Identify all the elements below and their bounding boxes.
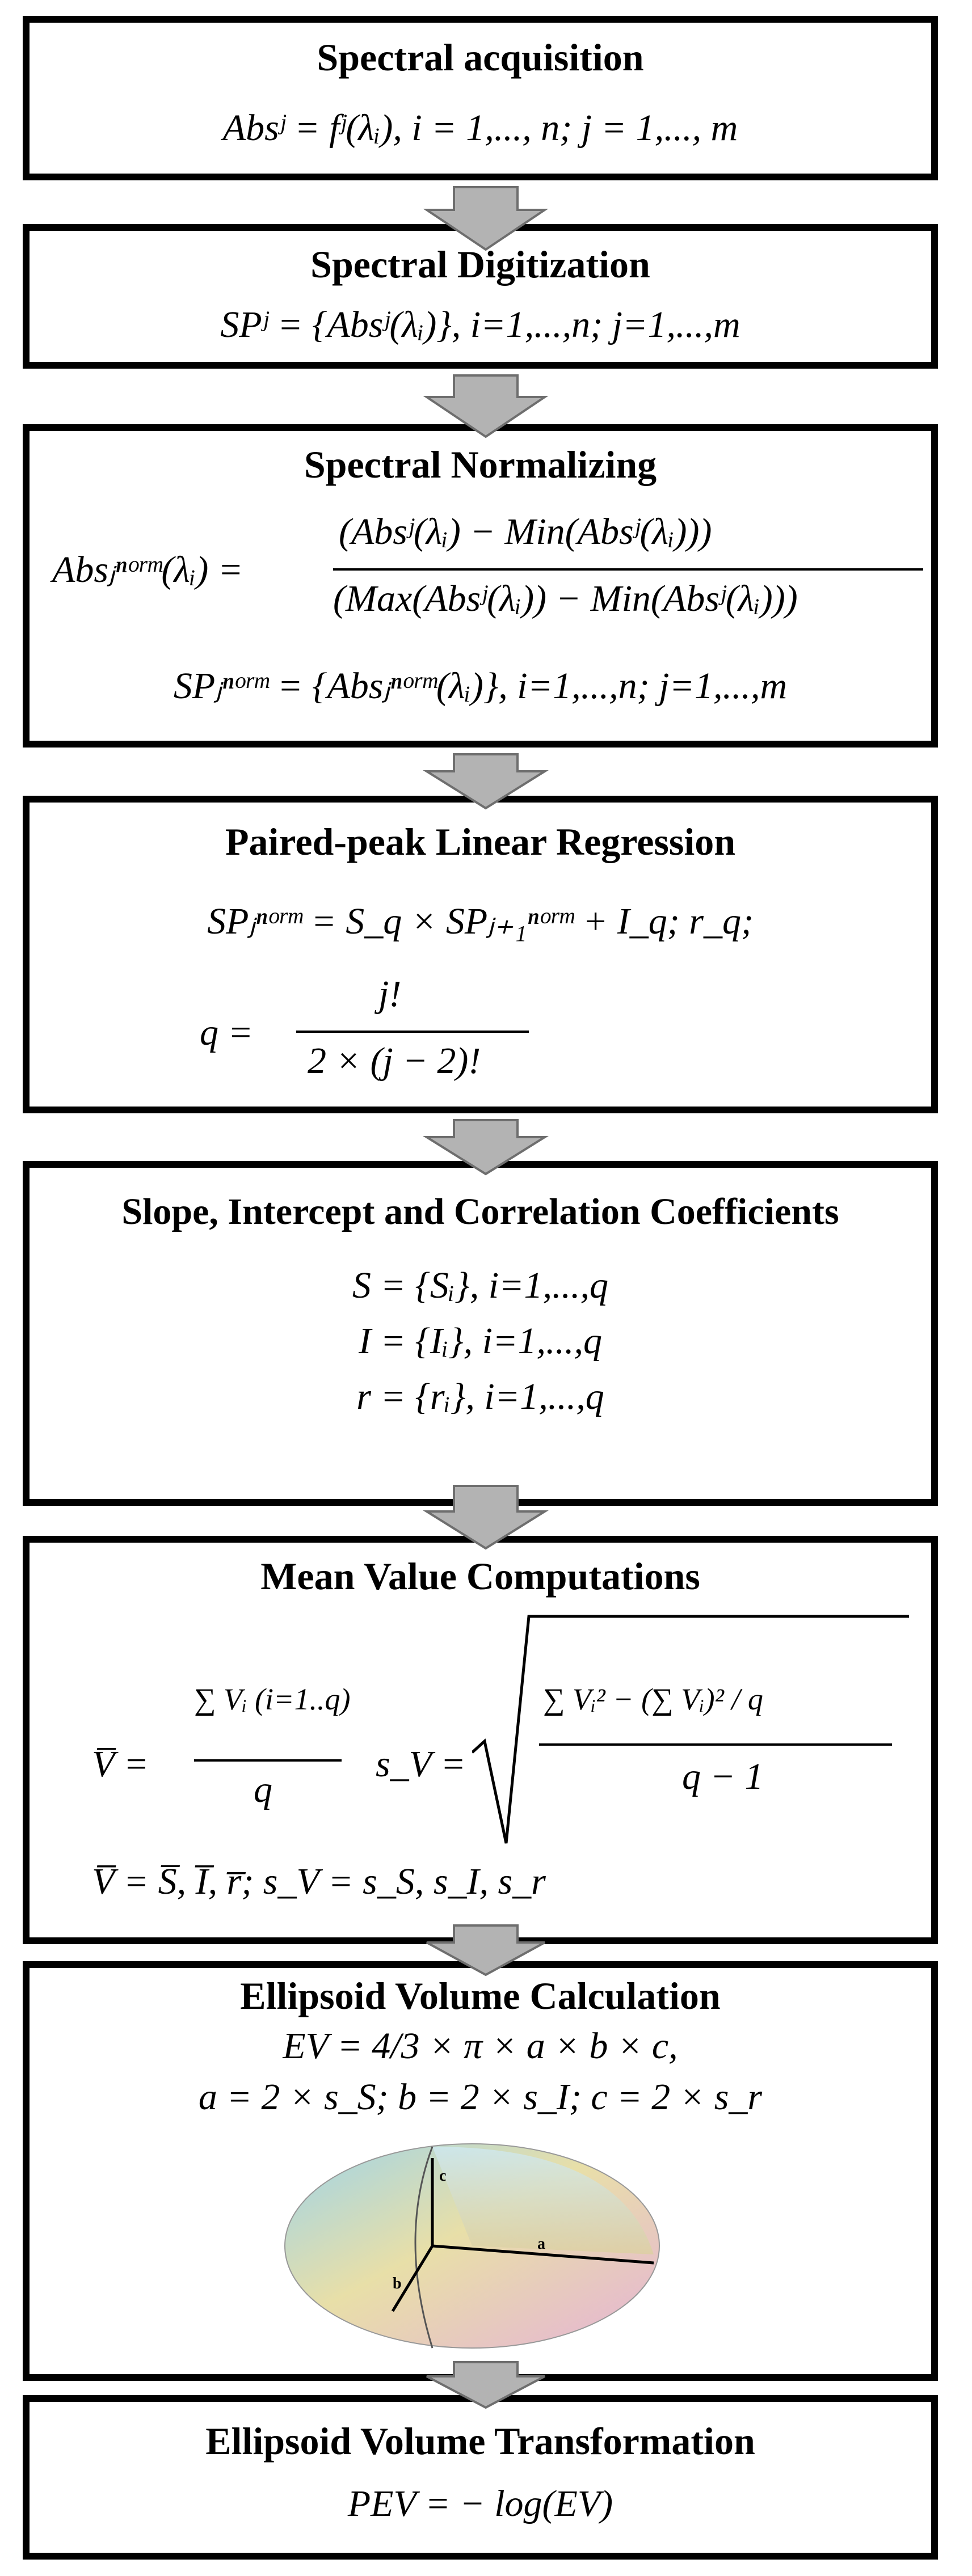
step-title: Spectral Digitization (310, 243, 650, 286)
step-box-ellipsoid-volume-transformation: Ellipsoid Volume Transformation PEV = − … (23, 2395, 938, 2560)
step-title: Slope, Intercept and Correlation Coeffic… (121, 1191, 839, 1232)
axis-label-b: b (393, 2275, 402, 2292)
equation-mid: s_V = (376, 1743, 466, 1785)
step-box-spectral-acquisition: Spectral acquisition Absʲ = fʲ(λᵢ), i = … (23, 16, 938, 180)
step-title: Spectral acquisition (317, 36, 644, 79)
step-box-ellipsoid-volume-calculation: Ellipsoid Volume Calculation EV = 4/3 × … (23, 1961, 938, 2381)
equation: EV = 4/3 × π × a × b × c, (283, 2025, 678, 2067)
arrow-1-2 (423, 186, 549, 251)
arrow-2-3 (423, 374, 549, 438)
step-box-spectral-normalizing: Spectral Normalizing Absⱼⁿᵒʳᵐ(λᵢ) = (Abs… (23, 424, 938, 748)
equation-numerator: (Absʲ(λᵢ) − Min(Absʲ(λᵢ))) (339, 511, 712, 552)
step-box-mean-value-computations: Mean Value Computations V̅ = ∑ Vᵢ (i=1..… (23, 1536, 938, 1944)
step-title: Mean Value Computations (260, 1555, 700, 1598)
equation: SPⱼⁿᵒʳᵐ = {Absⱼⁿᵒʳᵐ(λᵢ)}, i=1,...,n; j=1… (173, 665, 788, 707)
equation: r = {rᵢ}, i=1,...,q (356, 1376, 604, 1417)
fraction-bar (333, 568, 923, 571)
axis-label-c: c (439, 2167, 446, 2185)
equation: I = {Iᵢ}, i=1,...,q (358, 1320, 603, 1362)
fraction-bar (194, 1759, 342, 1762)
axis-a-line (432, 2244, 654, 2265)
equation: Absʲ = fʲ(λᵢ), i = 1,..., n; j = 1,..., … (222, 107, 738, 149)
equation-denominator: 2 × (j − 2)! (308, 1040, 481, 1082)
arrow-5-6 (423, 1485, 549, 1550)
arrow-7-8 (426, 2361, 545, 2409)
equation: a = 2 × s_S; b = 2 × s_I; c = 2 × s_r (198, 2076, 763, 2118)
arrow-3-4 (423, 753, 549, 810)
step-title: Spectral Normalizing (304, 443, 657, 486)
sqrt-sign (472, 1615, 909, 1844)
arrow-6-7 (426, 1924, 545, 1977)
fraction-bar (296, 1031, 529, 1033)
equation: S = {Sᵢ}, i=1,...,q (352, 1265, 609, 1306)
equation-lhs: q = (200, 1012, 254, 1053)
step-title: Paired-peak Linear Regression (225, 820, 736, 863)
equation-lhs: Absⱼⁿᵒʳᵐ(λᵢ) = (52, 549, 243, 590)
equation-lhs: V̅ = (92, 1743, 149, 1785)
arrow-4-5 (423, 1119, 549, 1176)
step-title: Ellipsoid Volume Transformation (205, 2419, 755, 2463)
equation-numerator: ∑ Vᵢ (i=1..q) (194, 1682, 351, 1716)
equation: PEV = − log(EV) (347, 2483, 613, 2524)
axis-label-a: a (537, 2235, 545, 2253)
step-box-coefficients: Slope, Intercept and Correlation Coeffic… (23, 1161, 938, 1506)
equation: V̅ = S̅, I̅, r̅; s_V = s_S, s_I, s_r (92, 1861, 546, 1902)
equation: SPⱼⁿᵒʳᵐ = S_q × SPⱼ₊₁ⁿᵒʳᵐ + I_q; r_q; (207, 901, 754, 942)
step-box-spectral-digitization: Spectral Digitization SPʲ = {Absʲ(λᵢ)}, … (23, 224, 938, 369)
equation-sqrt-numerator: ∑ Vᵢ² − (∑ Vᵢ)² / q (543, 1682, 763, 1716)
step-title: Ellipsoid Volume Calculation (240, 1974, 721, 2017)
equation-denominator: (Max(Absʲ(λᵢ)) − Min(Absʲ(λᵢ))) (333, 578, 798, 619)
ellipsoid-illustration: a c b (284, 2143, 660, 2349)
equation-numerator: j! (378, 973, 402, 1015)
equation-denominator: q (254, 1769, 272, 1810)
equation: SPʲ = {Absʲ(λᵢ)}, i=1,...,n; j=1,...,m (220, 304, 740, 345)
axis-b-line (391, 2245, 434, 2312)
equation-sqrt-denominator: q − 1 (682, 1756, 764, 1797)
